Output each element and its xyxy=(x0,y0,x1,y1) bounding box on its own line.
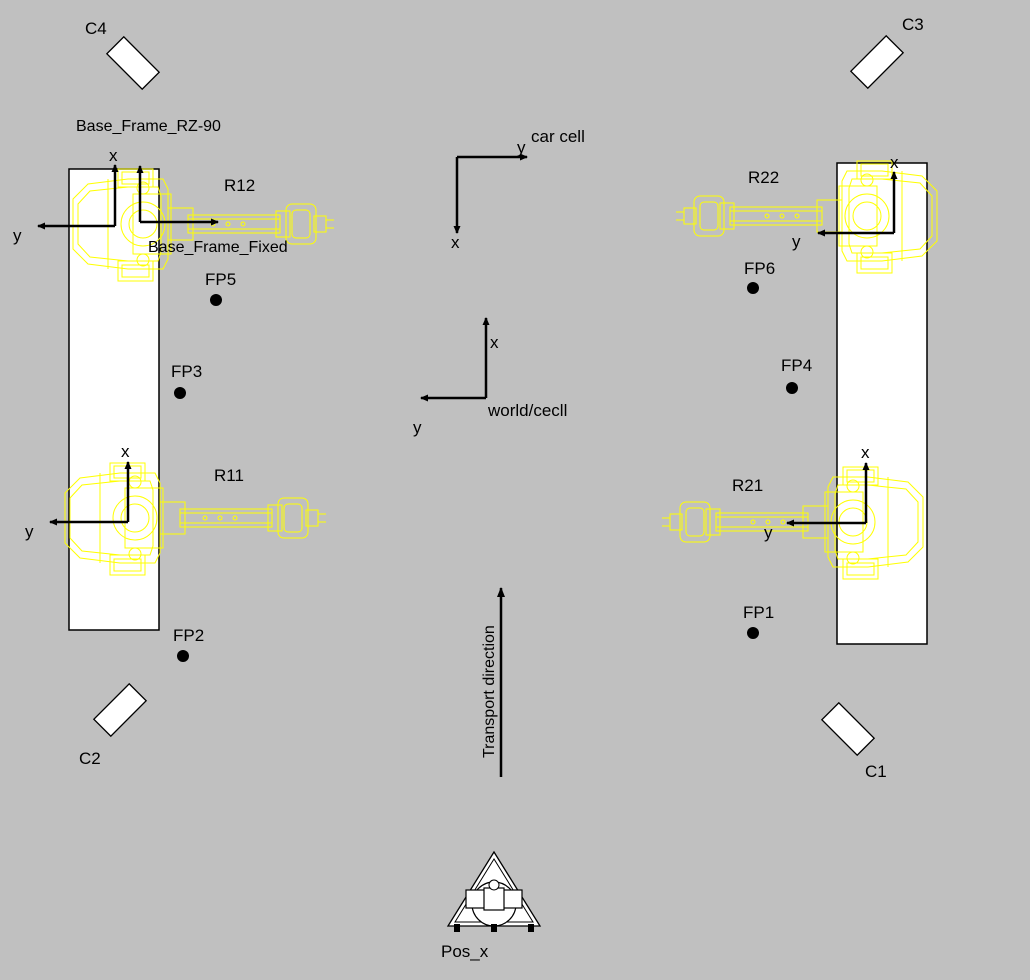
r22-frame-axes xyxy=(817,171,898,237)
camera-c4 xyxy=(105,35,161,91)
car-cell-frame-axes xyxy=(453,153,528,234)
fp3-label: FP3 xyxy=(171,362,202,381)
r22-y-axis-label: y xyxy=(792,232,801,251)
camera-c3 xyxy=(849,34,905,90)
r21-frame-axes xyxy=(786,462,870,527)
fixture-point-fp4 xyxy=(786,382,798,394)
base-frame-fixed-axes xyxy=(136,165,219,226)
r11-y-axis-label: y xyxy=(25,522,34,541)
base-frame-fixed-label: Base_Frame_Fixed xyxy=(148,239,288,256)
car-cell-x-axis-label: x xyxy=(451,233,460,252)
world-cell-label: world/cecll xyxy=(487,401,567,420)
fixture-point-fp1 xyxy=(747,627,759,639)
world-cell-frame-axes xyxy=(420,317,490,402)
fp1-label: FP1 xyxy=(743,603,774,622)
fp2-label: FP2 xyxy=(173,626,204,645)
robot-r22-label: R22 xyxy=(748,168,779,187)
camera-c3-label: C3 xyxy=(902,15,924,34)
r11-x-axis-label: x xyxy=(121,442,130,461)
fixture-point-fp3 xyxy=(174,387,186,399)
r21-x-axis-label: x xyxy=(861,443,870,462)
r11-frame-axes xyxy=(49,461,132,526)
r22-x-axis-label: x xyxy=(890,153,899,172)
r21-y-axis-label: y xyxy=(764,523,773,542)
transport-direction-label: Transport direction xyxy=(481,625,498,758)
fixture-point-fp6 xyxy=(747,282,759,294)
fixture-point-fp2 xyxy=(177,650,189,662)
robot-r21-label: R21 xyxy=(732,476,763,495)
robot-r12-label: R12 xyxy=(224,176,255,195)
car-cell-label: car cell xyxy=(531,127,585,146)
base-frame-rz90-label: Base_Frame_RZ-90 xyxy=(76,118,221,135)
world-cell-y-axis-label: y xyxy=(413,418,422,437)
fp6-label: FP6 xyxy=(744,259,775,278)
camera-c2-label: C2 xyxy=(79,749,101,768)
r12-x-axis-label: x xyxy=(109,146,118,165)
fixture-point-fp5 xyxy=(210,294,222,306)
base-frame-rz90-axes xyxy=(37,164,119,230)
positioner-pos-x xyxy=(447,851,541,933)
camera-c1 xyxy=(820,701,876,757)
r12-y-axis-label: y xyxy=(13,226,22,245)
world-cell-x-axis-label: x xyxy=(490,333,499,352)
fp4-label: FP4 xyxy=(781,356,812,375)
positioner-label: Pos_x xyxy=(441,942,489,961)
robot-r11-label: R11 xyxy=(214,466,244,485)
car-cell-y-axis-label: y xyxy=(517,138,526,157)
camera-c4-label: C4 xyxy=(85,19,107,38)
right-robot-rail xyxy=(836,162,928,645)
camera-c1-label: C1 xyxy=(865,762,887,781)
camera-c2 xyxy=(92,682,148,738)
fp5-label: FP5 xyxy=(205,270,236,289)
